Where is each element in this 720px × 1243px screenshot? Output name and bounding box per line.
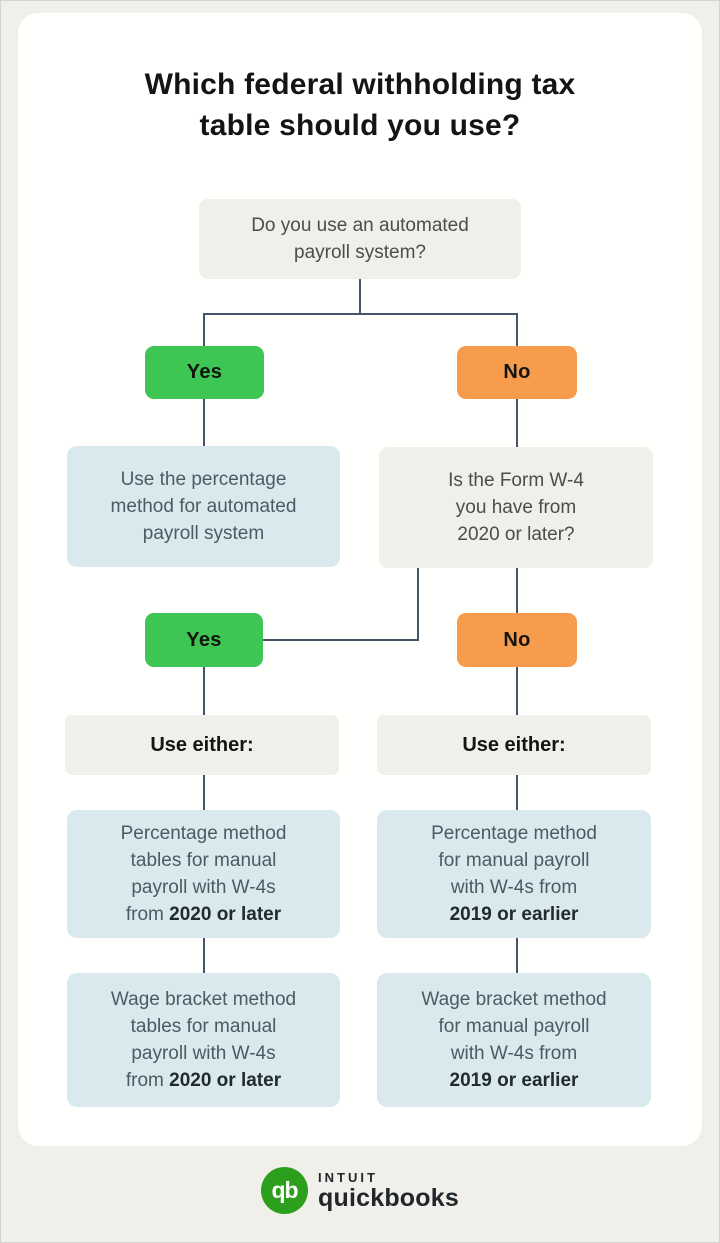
text-line: from 2020 or later — [121, 901, 287, 928]
question-text: Do you use an automated payroll system? — [251, 212, 469, 266]
yes-button-branch2: Yes — [145, 613, 263, 667]
connector-no2-useeither — [516, 667, 518, 715]
connector-q2-no2 — [516, 568, 518, 613]
text-line: with W-4s from — [450, 877, 578, 898]
text-regular: from — [125, 1070, 170, 1091]
connector-no1-q2 — [516, 399, 518, 447]
question-automated-payroll: Do you use an automated payroll system? — [199, 199, 521, 279]
text-line: for manual payroll — [438, 1016, 590, 1037]
no-button-branch1: No — [457, 346, 577, 399]
title-line: Which federal withholding tax — [144, 68, 576, 101]
no-label: No — [503, 361, 531, 383]
text-line: 2019 or earlier — [421, 1067, 606, 1094]
text-line: Wage bracket method — [421, 989, 607, 1010]
text-line: tables for manual — [130, 850, 277, 871]
text-line: 2020 or later? — [457, 524, 575, 545]
text-regular: from — [125, 904, 170, 925]
connector-q1-stem — [359, 279, 361, 314]
text-line: payroll with W-4s — [131, 877, 276, 898]
yes-label: Yes — [186, 628, 222, 651]
result-wage-bracket-2019: Wage bracket method for manual payroll w… — [377, 973, 651, 1107]
text-line: from 2020 or later — [111, 1067, 296, 1094]
result-text: Wage bracket method for manual payroll w… — [421, 986, 606, 1094]
text-line: 2019 or earlier — [431, 901, 597, 928]
use-either-left: Use either: — [65, 715, 339, 775]
text-bold: 2020 or later — [169, 1070, 282, 1091]
text-line: Wage bracket method — [110, 989, 297, 1010]
no-label: No — [503, 628, 531, 651]
text-line: tables for manual — [130, 1016, 277, 1037]
footer-brand: qb INTUIT quickbooks — [0, 1167, 720, 1214]
text-line: you have from — [455, 497, 577, 518]
connector-branch1-right — [516, 313, 518, 346]
text-line: method for automated — [110, 496, 297, 517]
result-percentage-2019: Percentage method for manual payroll wit… — [377, 810, 651, 938]
quickbooks-wordmark: quickbooks — [318, 1183, 459, 1212]
intuit-wordmark: INTUIT — [318, 1169, 378, 1185]
result-text: Percentage method for manual payroll wit… — [431, 820, 597, 928]
text-bold: 2020 or later — [169, 904, 282, 925]
use-either-label: Use either: — [150, 733, 254, 756]
result-automated-percentage-method: Use the percentage method for automated … — [67, 446, 340, 567]
text-line: for manual payroll — [438, 850, 590, 871]
question-text: Is the Form W-4 you have from 2020 or la… — [448, 467, 584, 548]
use-either-right: Use either: — [377, 715, 651, 775]
result-text: Use the percentage method for automated … — [111, 466, 297, 547]
connector-percentage-left-down — [203, 938, 205, 973]
connector-yes1-result — [203, 399, 205, 446]
connector-useeither-right-down — [516, 775, 518, 810]
text-line: Is the Form W-4 — [448, 470, 584, 491]
text-line: Use the percentage — [120, 469, 287, 490]
text-line: Percentage method — [431, 823, 597, 844]
text-line: Percentage method — [120, 823, 287, 844]
yes-label: Yes — [186, 361, 223, 383]
result-wage-bracket-2020: Wage bracket method tables for manual pa… — [67, 973, 340, 1107]
quickbooks-logo-icon: qb — [261, 1167, 309, 1214]
connector-branch1-horizontal — [203, 313, 518, 315]
connector-q2-yes2-vertical — [417, 568, 419, 641]
yes-button-branch1: Yes — [145, 346, 264, 399]
result-text: Percentage method tables for manual payr… — [121, 820, 287, 928]
connector-useeither-left-down — [203, 775, 205, 810]
no-button-branch2: No — [457, 613, 577, 667]
text-line: payroll with W-4s — [131, 1043, 276, 1064]
connector-yes2-useeither — [203, 667, 205, 715]
brand-wordmark: INTUIT quickbooks — [318, 1170, 459, 1212]
connector-percentage-right-down — [516, 938, 518, 973]
use-either-label: Use either: — [462, 733, 566, 756]
text-bold: 2019 or earlier — [449, 1070, 579, 1091]
connector-branch1-left — [203, 313, 205, 346]
text-line: payroll system? — [294, 242, 426, 263]
text-line: with W-4s from — [450, 1043, 578, 1064]
page-title: Which federal withholding tax table shou… — [0, 64, 720, 146]
result-percentage-2020: Percentage method tables for manual payr… — [67, 810, 340, 938]
result-text: Wage bracket method tables for manual pa… — [111, 986, 296, 1094]
connector-q2-yes2-horizontal — [263, 639, 419, 641]
text-line: Do you use an automated — [251, 215, 469, 236]
text-bold: 2019 or earlier — [449, 904, 579, 925]
title-line: table should you use? — [199, 109, 521, 142]
question-w4-year: Is the Form W-4 you have from 2020 or la… — [379, 447, 653, 568]
text-line: payroll system — [142, 523, 265, 544]
qb-monogram: qb — [271, 1177, 298, 1203]
